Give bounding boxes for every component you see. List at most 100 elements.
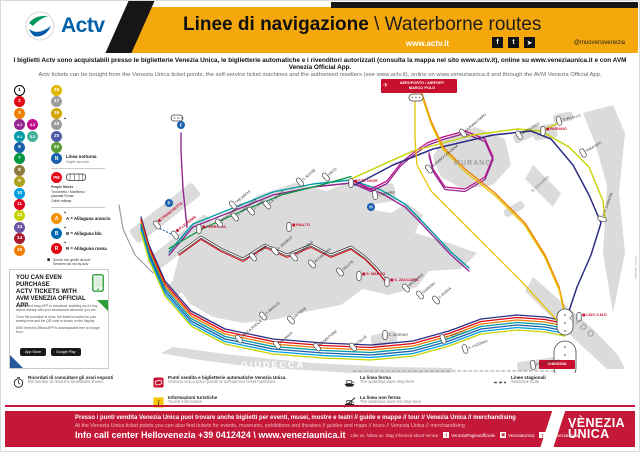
smartphone-icon [92, 274, 104, 297]
svg-text:RIALTO: RIALTO [296, 223, 310, 227]
route-badge-5.2: 5.2 [27, 130, 38, 142]
legend-item-clock: Ricordati di consultare gli orari espost… [13, 375, 153, 393]
island [525, 277, 625, 369]
app-store-badge[interactable]: App Store [20, 348, 46, 356]
route-badge-5.1: 5.1 [14, 130, 25, 142]
area-label--actv-venezia: © Actv - Venezia [634, 255, 638, 278]
route-badge-11: 11 [14, 199, 25, 210]
station-s-marco: S. MARCO [356, 271, 385, 281]
facebook-icon[interactable]: f [492, 37, 503, 48]
title-en: \ Waterborne routes [374, 14, 542, 35]
route-badge-4.1: 4.1 [14, 119, 25, 131]
actv-logo-icon [25, 11, 55, 41]
header-social: f t ➤ [492, 37, 535, 48]
svg-text:F.TE NOVE: F.TE NOVE [358, 179, 378, 183]
footer-camera-icon[interactable]: ▣VeneziaUnica [500, 432, 535, 438]
call-center-info[interactable]: Info call center Hellovenezia +39 041242… [75, 430, 346, 440]
svg-text:FERROVIA: FERROVIA [206, 225, 226, 229]
area-label-giudecca: GIUDECCA [241, 360, 305, 370]
people-mover-badge: PM [51, 172, 62, 183]
destination-box [381, 79, 457, 93]
route-line [178, 236, 386, 280]
header: Actv Linee di navigazione \ Waterborne r… [1, 1, 639, 53]
station-cimitero: CIMITERO [372, 190, 396, 200]
svg-text:LIDO S.M.E.: LIDO S.M.E. [586, 313, 608, 317]
route-badge-15: 15 [14, 244, 25, 256]
app-box-title: YOU CAN EVEN PURCHASE ACTV TICKETS WITH … [16, 275, 86, 309]
route-badge-2: 2 [14, 96, 25, 108]
ticket-notice: I biglietti Actv sono acquistabili press… [1, 55, 639, 78]
google-play-badge[interactable]: Google Play [50, 348, 81, 356]
monorail-icon [66, 173, 86, 181]
people-mover-row: PM [51, 172, 86, 183]
island [433, 127, 511, 189]
venezia-unica-logo: VÈNEZIA ÙNICA [568, 416, 625, 441]
alilaguna-A: A▪A = Alilaguna arancio [51, 210, 110, 224]
route-line [178, 238, 386, 282]
route-badge-19: 19▪ [51, 116, 66, 131]
legend-separator [5, 405, 635, 407]
alilaguna-badge-R: R▪ [51, 240, 66, 254]
actv-logo-text: Actv [61, 14, 105, 37]
map-circle-icon-H [367, 203, 375, 211]
route-badge-9: 9 [14, 176, 25, 188]
blue-triangle [10, 355, 23, 368]
area-label-murano: MURANO [454, 160, 492, 167]
telegram-icon[interactable]: ➤ [524, 37, 535, 48]
route-line [140, 226, 566, 356]
boat-stop-icon [343, 375, 356, 393]
station-ferrovia: FERROVIA [196, 224, 226, 234]
notice-en: Actv tickets can be bought from the Vene… [38, 72, 602, 78]
footnote-bullet-icon: ■ [47, 257, 51, 263]
destination-box-label: MARCO POLO [409, 86, 435, 90]
station-f-te-nove: F.TE NOVE [348, 178, 378, 188]
actv-website-link[interactable]: www.actv.it [405, 39, 449, 48]
svg-text:H: H [369, 205, 372, 210]
social-handle: @muoversivenezia [573, 40, 625, 46]
map-circle-icon-P [165, 199, 173, 207]
alilaguna-badge-B: B▪ [51, 225, 66, 239]
plane-icon: ✈ [383, 82, 388, 89]
alilaguna-B: B▪B = Alilaguna blu [51, 225, 102, 239]
footnote: ■ Servizi non gestiti da Actv Services n… [47, 257, 91, 266]
footer-en: At the Venezia Unica ticket points you c… [75, 422, 465, 429]
route-line [140, 228, 566, 359]
route-line [140, 218, 566, 349]
svg-text:S. ELENA: S. ELENA [437, 286, 452, 300]
clock-icon [13, 375, 24, 393]
ticket-office-icon [153, 375, 164, 393]
divider [51, 168, 105, 169]
route-badge-10: 10 [14, 187, 25, 199]
route-line [354, 130, 602, 322]
route-line [420, 92, 566, 317]
route-badge-13: 13 [14, 221, 25, 233]
twitter-icon[interactable]: t [508, 37, 519, 48]
svg-text:ORTO: ORTO [327, 167, 337, 177]
route-badge-4.2: 4.2 [27, 119, 38, 131]
alilaguna-R: R▪R = Alilaguna rossa [51, 240, 107, 254]
island [503, 201, 525, 217]
station-lido-s-m-e-: LIDO S.M.E. [576, 312, 608, 322]
alilaguna-badge-A: A▪ [51, 210, 66, 224]
route-badge-1: 1 [14, 85, 25, 96]
destination-box-label: AEROPORTO / AIRPORT [400, 81, 445, 85]
header-yellow-band [129, 7, 638, 53]
island [583, 105, 625, 313]
svg-text:S. STAE: S. STAE [252, 199, 265, 211]
station-pellestrina: PELLESTRINA [530, 358, 561, 370]
destination-box-label: CHIOGGIA [547, 362, 566, 366]
footer: Presso i punti vendita Venezia Unica puo… [5, 411, 635, 447]
footer-info-row: Info call center Hellovenezia +39 041242… [75, 430, 578, 440]
footer-social-note: Like us, follow us. Stay informed about … [350, 432, 439, 438]
footer-twitter-icon[interactable]: t@VeneziaUnica [539, 432, 578, 438]
night-line-label-it: Linea notturna [66, 153, 97, 159]
route-badge-3: 3 [14, 107, 25, 119]
notice-it: I biglietti Actv sono acquistabili press… [13, 57, 627, 71]
interchange-capsule [170, 114, 184, 122]
